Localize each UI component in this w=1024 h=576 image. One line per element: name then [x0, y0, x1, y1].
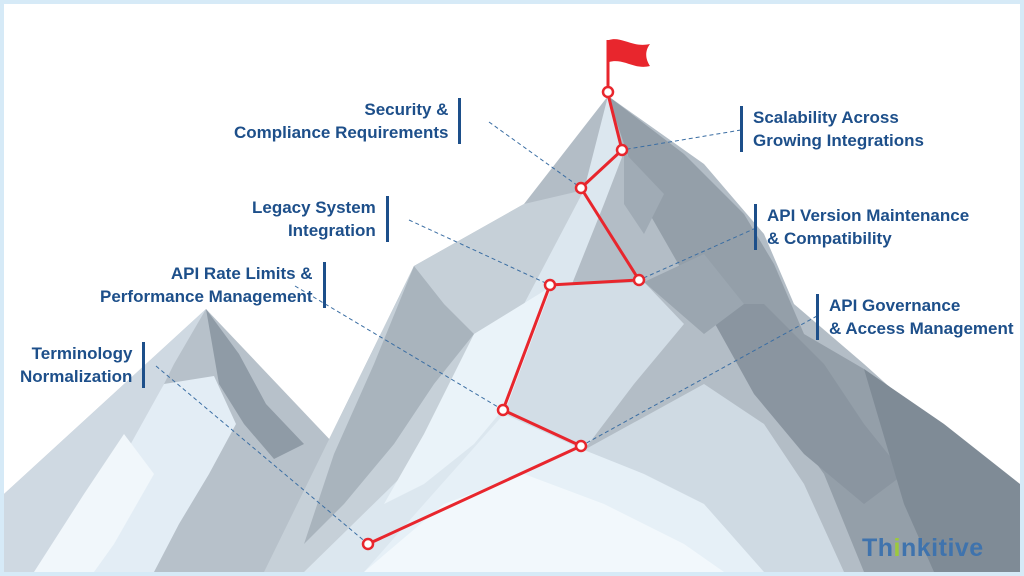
label-scalability-line1: Scalability Across	[753, 108, 899, 127]
label-security-line2: Compliance Requirements	[234, 123, 449, 142]
milestone-points	[361, 85, 646, 551]
milestone-summit	[601, 85, 615, 99]
label-legacy-line2: Integration	[287, 221, 376, 240]
label-governance-line1: API Governance	[829, 296, 961, 315]
label-legacy-line1: Legacy System	[252, 198, 376, 217]
label-rate-limits-line1: API Rate Limits &	[170, 264, 313, 283]
milestone-security	[574, 181, 588, 195]
logo-suffix: nkitive	[901, 534, 984, 562]
milestone-governance	[574, 439, 588, 453]
mountain-illustration	[4, 39, 1020, 572]
main-peak	[264, 96, 1020, 572]
label-terminology-line2: Normalization	[20, 367, 133, 386]
logo-accent: i	[893, 534, 901, 562]
label-security-line1: Security &	[364, 100, 449, 119]
label-api-version-line2: & Compatibility	[767, 229, 892, 248]
left-peak	[4, 309, 384, 572]
label-legacy: Legacy System Integration	[252, 196, 389, 242]
label-terminology-line1: Terminology	[31, 344, 133, 363]
milestone-scalability	[615, 143, 629, 157]
label-governance-line2: & Access Management	[829, 319, 1014, 338]
label-api-version-line1: API Version Maintenance	[767, 206, 970, 225]
label-api-version: API Version Maintenance & Compatibility	[754, 204, 969, 250]
leader-lines	[155, 121, 818, 545]
label-scalability-line2: Growing Integrations	[753, 131, 924, 150]
milestone-rate-limits	[496, 403, 510, 417]
leader-line-governance	[580, 315, 818, 447]
leader-line-security	[488, 121, 582, 189]
leader-line-rate-limits	[294, 285, 504, 411]
label-security: Security & Compliance Requirements	[234, 98, 462, 144]
label-rate-limits: API Rate Limits & Performance Management	[100, 262, 326, 308]
logo-prefix: Th	[862, 534, 894, 562]
leader-line-legacy	[408, 219, 551, 286]
milestone-terminology	[361, 537, 375, 551]
label-scalability: Scalability Across Growing Integrations	[740, 106, 924, 152]
leader-line-scalability	[621, 129, 742, 151]
leader-line-api-version	[638, 227, 757, 281]
milestone-api-version	[632, 273, 646, 287]
brand-logo: Thinkitive	[862, 534, 984, 563]
milestone-legacy	[543, 278, 557, 292]
summit-flag-icon	[606, 39, 650, 88]
climbing-path	[367, 93, 641, 546]
label-governance: API Governance & Access Management	[816, 294, 1014, 340]
label-terminology: Terminology Normalization	[20, 342, 146, 388]
label-rate-limits-line2: Performance Management	[100, 287, 313, 306]
